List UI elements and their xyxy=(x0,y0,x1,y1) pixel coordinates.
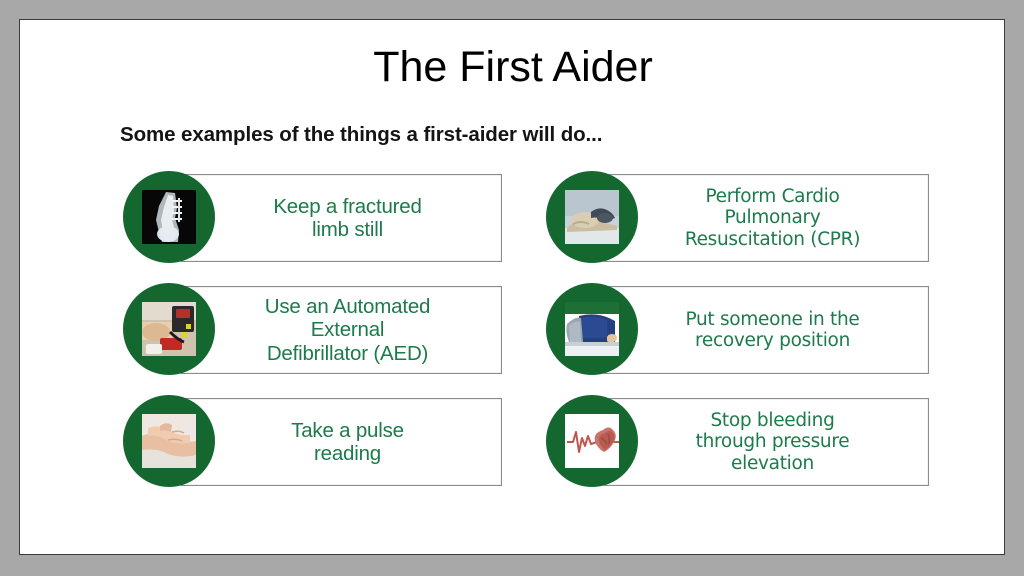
cpr-manikin-photo xyxy=(565,190,619,244)
action-label-line: recovery position xyxy=(694,330,850,351)
xray-ankle-fracture-photo xyxy=(142,190,196,244)
action-badge xyxy=(123,283,215,375)
action-label-line: reading xyxy=(314,442,381,465)
aed-defibrillator-photo xyxy=(142,302,196,356)
action-label-line: Put someone in the xyxy=(685,308,860,330)
slide-subtitle: Some examples of the things a first-aide… xyxy=(120,123,603,146)
action-label-line: Perform Cardio xyxy=(705,186,840,208)
action-badge xyxy=(123,171,215,263)
action-label-line: Take a pulse xyxy=(291,418,404,442)
action-badge xyxy=(546,283,638,375)
action-label-line: Defibrillator (AED) xyxy=(266,341,429,365)
action-label-line: External xyxy=(310,318,385,342)
slide-canvas: The First Aider Some examples of the thi… xyxy=(19,19,1005,555)
pulse-check-hands-photo xyxy=(142,414,196,468)
action-label-line: Keep a fractured xyxy=(273,194,422,218)
page-title: The First Aider xyxy=(373,43,653,91)
action-badge xyxy=(123,395,215,487)
action-badge xyxy=(546,395,638,487)
action-badge xyxy=(546,171,638,263)
action-label-line: elevation xyxy=(731,452,814,474)
action-label-line: Pulmonary xyxy=(724,207,821,229)
action-label-line: Resuscitation (CPR) xyxy=(684,228,861,250)
action-label-line: Use an Automated xyxy=(264,294,431,318)
recovery-position-photo xyxy=(565,302,619,356)
action-label-line: limb still xyxy=(312,218,383,241)
action-label-line: Stop bleeding xyxy=(710,410,835,432)
ecg-heart-bleeding-photo xyxy=(565,414,619,468)
action-label-line: through pressure xyxy=(695,431,850,453)
